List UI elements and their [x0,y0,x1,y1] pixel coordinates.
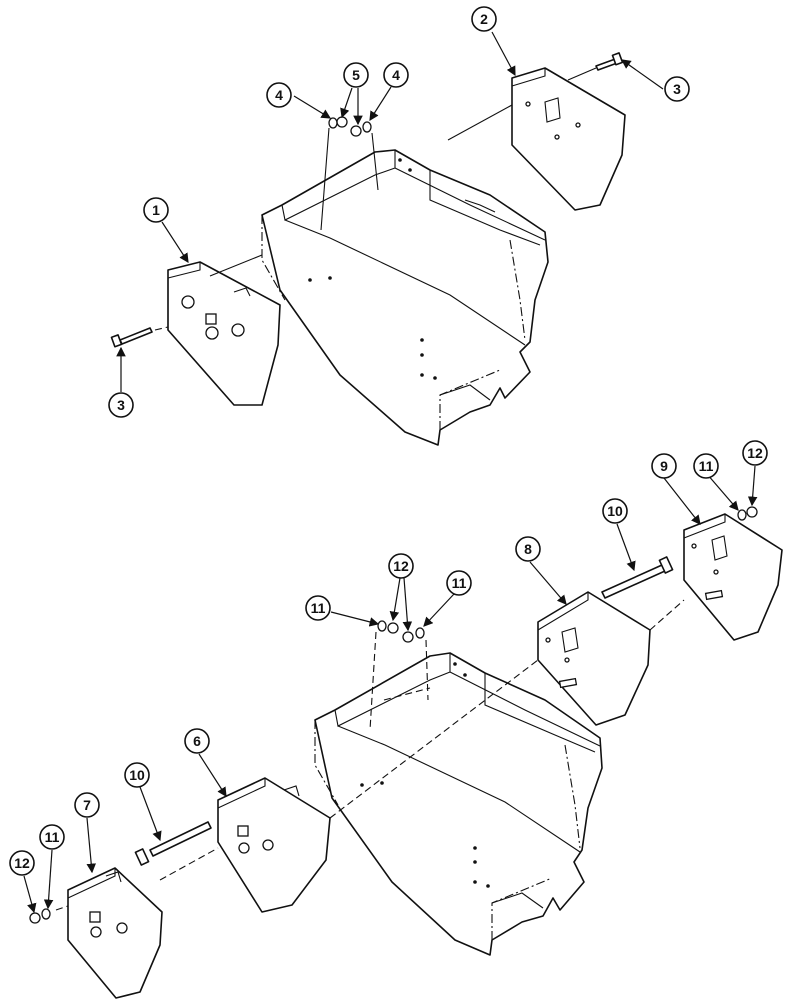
washer-nut-stack-upper [328,116,372,137]
weight-part-8 [537,591,651,726]
callout-11-far-right: 11 [693,453,719,479]
callout-11-mid-left: 11 [305,595,331,621]
callout-12-far-right-label: 12 [747,445,763,461]
callout-6: 6 [184,728,210,754]
frame-lower [314,652,603,956]
callout-5-label: 5 [352,67,360,83]
callout-7-label: 7 [83,797,91,813]
callout-4-right: 4 [383,62,409,88]
callout-10-right: 10 [602,498,628,524]
callout-11-far-left-label: 11 [45,829,60,845]
callout-9: 9 [651,453,677,479]
callout-12-mid: 12 [388,553,414,579]
weight-part-2 [511,67,626,211]
callout-3-upper: 3 [664,76,690,102]
callout-6-label: 6 [193,733,201,749]
callout-10-left: 10 [124,762,150,788]
callout-11-mid-right-label: 11 [452,575,467,591]
callout-11-far-left: 11 [39,824,65,850]
bolt-part-3-lower [110,327,153,348]
callout-11-far-right-label: 11 [699,458,714,474]
callout-2-label: 2 [480,11,488,27]
rod-part-10-left [134,821,212,866]
callout-7: 7 [74,792,100,818]
lower-assembly [29,506,783,999]
callout-12-far-left-label: 12 [14,855,30,871]
weight-part-9 [683,513,783,641]
upper-assembly [110,52,626,446]
callout-1-label: 1 [152,202,160,218]
callout-10-left-label: 10 [129,767,145,783]
rod-part-10-right [601,556,674,599]
callout-9-label: 9 [660,458,668,474]
callout-4-left: 4 [266,82,292,108]
weight-part-6 [217,777,331,913]
callout-leaders [23,31,758,914]
callout-4-right-label: 4 [392,67,400,83]
callout-3-lower-label: 3 [117,397,125,413]
bolt-part-3-upper [595,52,624,71]
callout-12-far-right: 12 [742,440,768,466]
callout-5: 5 [343,62,369,88]
callout-12-mid-label: 12 [393,558,409,574]
callout-8: 8 [515,536,541,562]
callout-11-mid-right: 11 [446,570,472,596]
callout-11-mid-left-label: 11 [311,600,326,616]
callout-4-left-label: 4 [275,87,283,103]
weight-part-7 [67,867,163,999]
callout-1: 1 [143,197,169,223]
callout-12-far-left: 12 [9,850,35,876]
callout-8-label: 8 [524,541,532,557]
callout-2: 2 [471,6,497,32]
callout-10-right-label: 10 [607,503,623,519]
callout-3-lower: 3 [108,392,134,418]
frame-upper [261,149,549,446]
callout-3-upper-label: 3 [673,81,681,97]
weight-part-1 [167,261,281,406]
